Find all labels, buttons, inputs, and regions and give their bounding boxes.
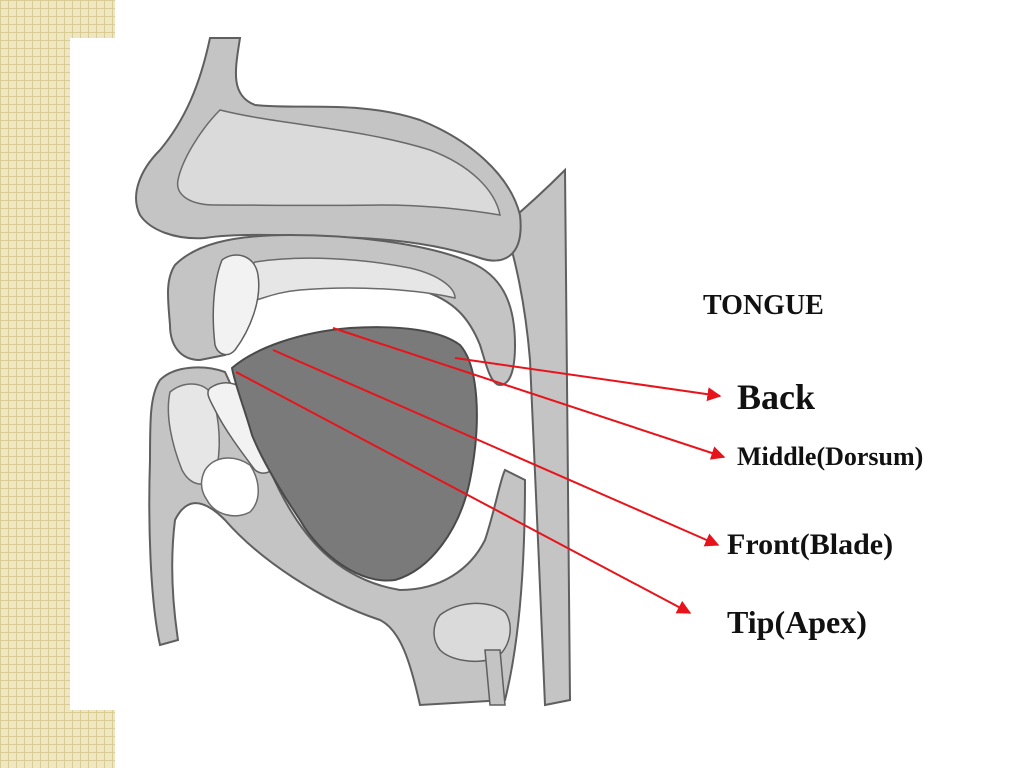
tongue-body — [230, 326, 478, 582]
label-tip: Tip(Apex) — [727, 604, 867, 640]
arrow-tip — [235, 371, 692, 614]
sublingual-area — [200, 457, 259, 517]
label-middle: Middle(Dorsum) — [737, 442, 924, 471]
arrow-back — [454, 357, 722, 402]
diagram-title: TONGUE — [703, 290, 824, 321]
pharynx-wall — [503, 167, 572, 707]
arrow-front — [272, 349, 720, 547]
upper-teeth — [212, 254, 260, 356]
nasal-inner — [176, 109, 501, 216]
label-back: Back — [737, 377, 816, 417]
label-front: Front(Blade) — [727, 528, 894, 561]
trachea — [484, 649, 506, 706]
arrow-middle — [332, 327, 726, 460]
